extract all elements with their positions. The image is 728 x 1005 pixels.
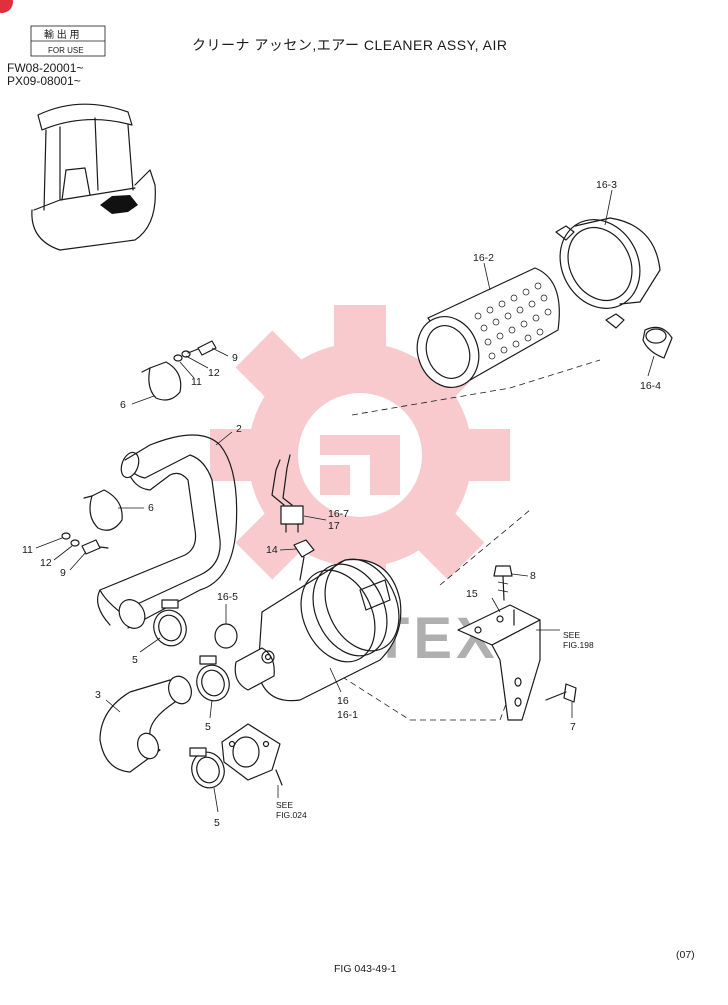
hose-clamp-2	[196, 655, 230, 702]
cleaner-cover	[555, 217, 661, 329]
bolt-washer-upper	[173, 340, 217, 362]
callout-11-upper: 11	[191, 376, 202, 388]
callout-labels: 16-3 16-2 16-4 9 12 11 6 2 6 11 12 9 16-…	[22, 179, 661, 829]
fig-024-ref: FIG.024	[276, 810, 307, 820]
hose-clamp-3	[189, 747, 225, 789]
fig-198-ref: FIG.198	[563, 640, 594, 650]
dust-valve	[642, 326, 673, 359]
gasket-ring	[214, 623, 238, 649]
intake-flange	[221, 723, 283, 786]
callout-16-2: 16-2	[473, 252, 494, 264]
stamp-line-2: FOR USE	[48, 46, 84, 55]
clamp-upper	[141, 361, 182, 401]
see-ref-2: SEE	[276, 800, 293, 810]
serial-range-1: FW08-20001~	[7, 61, 83, 75]
hose-clamp-1	[153, 599, 187, 647]
callout-6-upper: 6	[120, 399, 126, 411]
cleaner-body	[234, 558, 402, 702]
callout-3: 3	[95, 689, 101, 701]
callout-5-a: 5	[132, 654, 138, 666]
filter-element	[416, 267, 560, 388]
callout-16-5: 16-5	[217, 591, 238, 603]
callout-5-b: 5	[205, 721, 211, 733]
callout-12-upper: 12	[208, 367, 220, 379]
export-stamp: 輸 出 用 FOR USE	[30, 25, 106, 57]
bolt-washer-lower	[61, 532, 109, 555]
corner-badge-icon	[0, 0, 13, 13]
callout-11-lower: 11	[22, 544, 33, 556]
callout-16-4: 16-4	[640, 380, 661, 392]
restriction-sensor	[271, 454, 304, 533]
machine-location-thumbnail	[31, 103, 156, 251]
hose-upper	[97, 434, 238, 629]
serial-range-2: PX09-08001~	[7, 74, 81, 88]
callout-17: 17	[328, 520, 340, 532]
stamp-line-1: 輸 出 用	[44, 28, 80, 41]
callout-14: 14	[266, 544, 278, 556]
figure-id: FIG 043-49-1	[334, 963, 397, 975]
page-title: クリーナ アッセン,エアー CLEANER ASSY, AIR	[192, 37, 507, 53]
clamp-middle	[83, 489, 123, 531]
bolt-7	[545, 683, 577, 703]
callout-15: 15	[466, 588, 478, 600]
callout-16-3: 16-3	[596, 179, 617, 191]
reference-notes: SEE FIG.198 SEE FIG.024	[276, 630, 594, 820]
callout-9-upper: 9	[232, 352, 238, 364]
callout-16-1: 16-1	[337, 709, 358, 721]
callout-12-lower: 12	[40, 557, 52, 569]
callout-16: 16	[337, 695, 349, 707]
page-code: (07)	[676, 949, 695, 961]
callout-16-7: 16-7	[328, 508, 349, 520]
callout-5-c: 5	[214, 817, 220, 829]
callout-2: 2	[236, 423, 242, 435]
see-ref-1: SEE	[563, 630, 580, 640]
bolt-8	[493, 565, 513, 601]
callout-8: 8	[530, 570, 536, 582]
leader-lines	[35, 189, 655, 813]
hose-lower	[99, 675, 192, 773]
callout-9-lower: 9	[60, 567, 66, 579]
mounting-bracket	[457, 604, 541, 721]
fitting	[293, 539, 315, 581]
callout-6-middle: 6	[148, 502, 154, 514]
callout-7: 7	[570, 721, 576, 733]
